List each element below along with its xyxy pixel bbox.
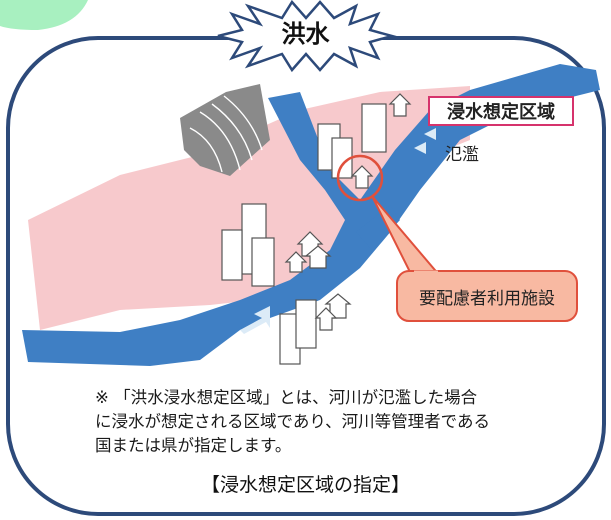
callout-bubble [396, 270, 578, 322]
overflow-arrow-icon-2 [414, 142, 426, 154]
explanation-note: ※ 「洪水浸水想定区域」とは、河川が氾濫した場合 に浸水が想定される区域であり、… [95, 386, 565, 458]
flow-arrow-icon [240, 306, 270, 334]
note-line-2: に浸水が想定される区域であり、河川等管理者である [95, 412, 491, 431]
title-burst [217, 0, 397, 73]
green-corner-shape [0, 0, 88, 30]
building-cluster-left [221, 203, 332, 287]
note-line-1: ※ 「洪水浸水想定区域」とは、河川が氾濫した場合 [95, 388, 478, 407]
river [22, 64, 600, 366]
building-cluster-top [317, 93, 412, 179]
overflow-arrow-icon [424, 128, 436, 140]
title: 洪水 [281, 20, 330, 48]
note-line-3: 国または県が指定します。 [95, 436, 292, 455]
mountain [180, 84, 270, 176]
overflow-label: 氾濫 [445, 145, 479, 165]
flood-zone-label: 浸水想定区域 [428, 96, 574, 126]
facility-house [350, 165, 374, 189]
facility-circle [336, 154, 384, 202]
building-cluster-bottom [279, 293, 352, 365]
facility-label: 要配慮者利用施設 [419, 288, 555, 309]
mountain-contours [189, 95, 263, 173]
caption: 【浸水想定区域の指定】 [200, 474, 410, 496]
